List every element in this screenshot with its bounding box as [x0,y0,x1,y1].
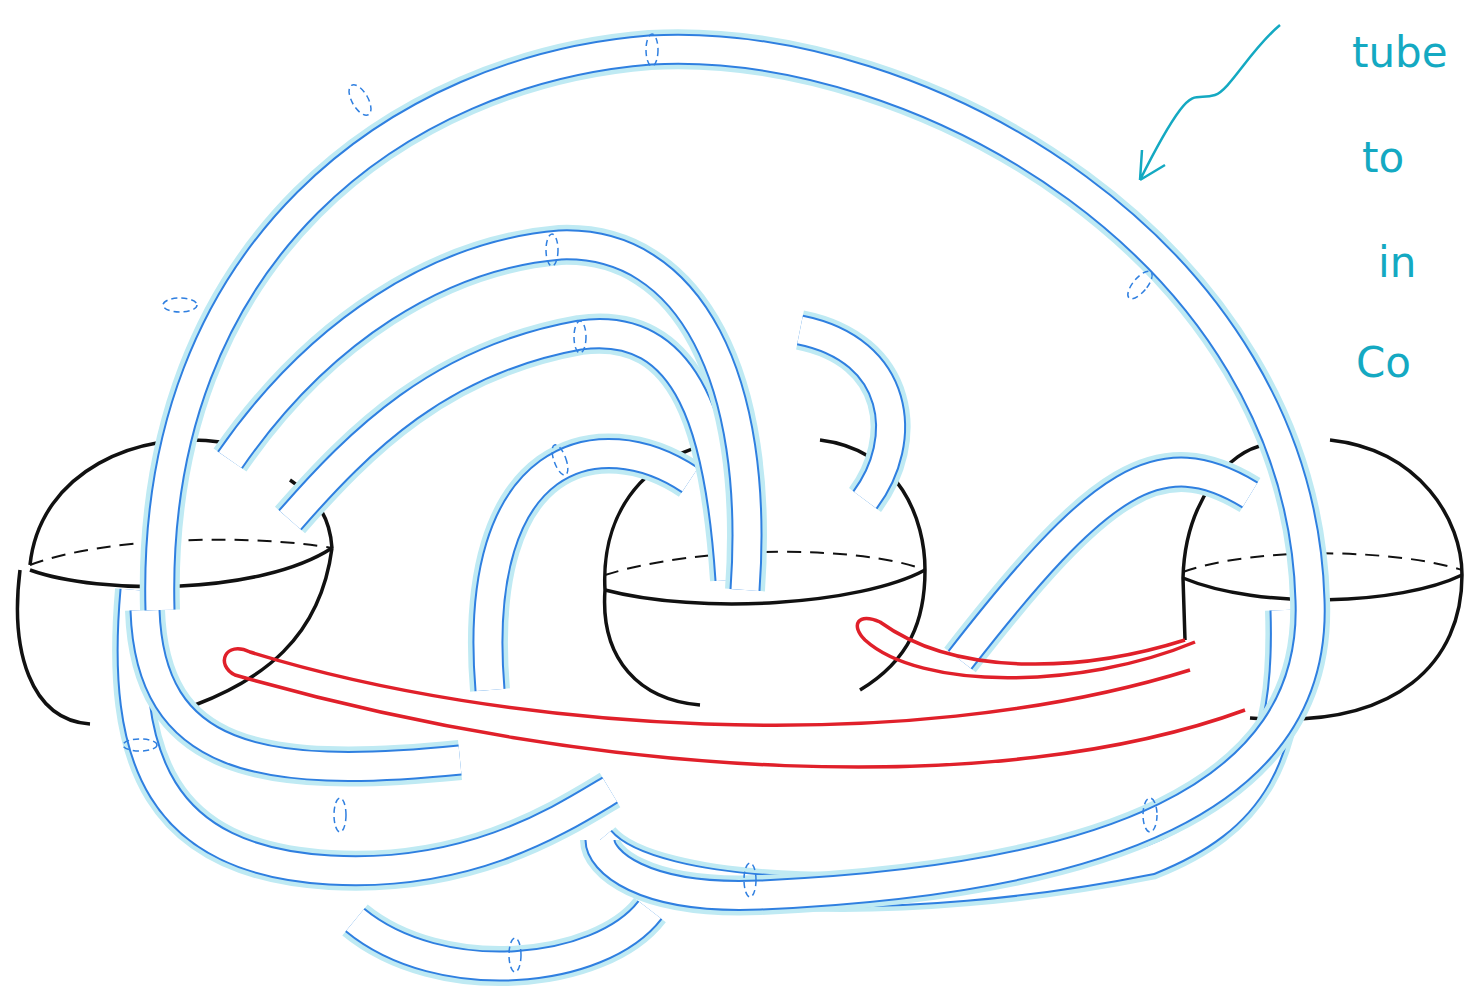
tube-glow [800,330,891,500]
tube-inside [230,245,747,590]
tube-inside [160,49,1311,895]
note-text: in [1378,240,1416,286]
tube-ring [1124,267,1157,302]
tube-glow [290,334,730,580]
tube-ring [646,34,658,66]
tube-wall [230,245,747,590]
tube-ring [345,81,376,118]
red-loop [224,649,1245,767]
tube-wall [960,472,1250,660]
tube-inside [355,910,650,966]
tube-ring [549,443,571,477]
red-loop [857,618,1195,677]
tube-inside [488,453,690,690]
tube-inside [800,330,891,500]
tube-ring [546,234,558,266]
tube-ring [574,321,586,353]
tube-glow [132,590,610,871]
tube-inside [600,610,1285,892]
tube [132,49,1310,966]
tube-glow [230,245,747,590]
tube-glow [960,472,1250,660]
tube-ring [744,863,756,897]
tube-inside [132,590,610,871]
tube-inside [960,472,1250,660]
ball-equator [30,548,332,587]
tube-wall [800,330,891,500]
tube-glow [160,49,1311,895]
tube-glow [145,610,460,766]
tube-glow [600,610,1285,892]
pointer-arrow [1140,25,1280,180]
tube-wall [160,49,1311,895]
tube-wall [290,334,730,580]
tube-wall [488,453,690,690]
tube-wall [355,910,650,966]
tube-ring [123,739,157,751]
tube-inside [145,610,460,766]
tube-inside [290,334,730,580]
tube-wall [600,610,1285,892]
note-text: tube [1352,30,1448,76]
tube-wall [132,590,610,871]
note-text: Co [1356,340,1411,386]
tube-glow [488,453,690,690]
tube-ring [1143,798,1157,832]
tube-ring [163,298,197,312]
tube-wall [145,610,460,766]
tube-rings [123,34,1157,972]
tube-ring [334,798,346,832]
tube-ring [509,938,521,972]
note-text: to [1362,135,1404,181]
tube-glow [355,910,650,966]
